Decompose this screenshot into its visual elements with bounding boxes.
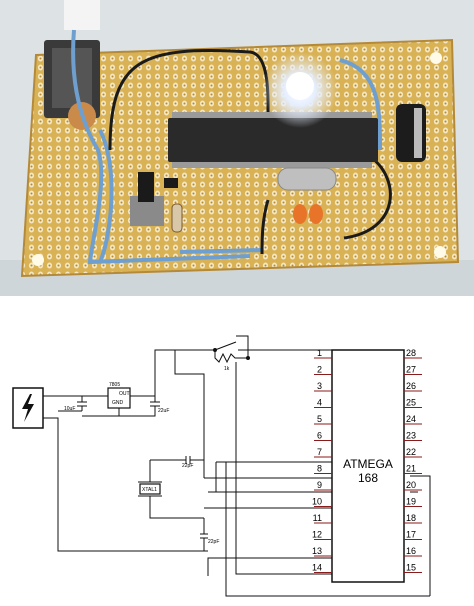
xtal-cap-top-label: 22pF — [182, 463, 193, 469]
regulator-label: 7805 — [109, 382, 120, 388]
chip-number: 168 — [358, 471, 378, 485]
right-pin-number: 25 — [406, 398, 416, 408]
right-pin-number: 17 — [406, 530, 416, 540]
output-cap-label: 22uF — [158, 408, 169, 414]
right-pin-number: 19 — [406, 497, 416, 507]
left-pin-number: 10 — [312, 497, 322, 507]
left-pin-number: 13 — [312, 546, 322, 556]
right-pin-number: 16 — [406, 546, 416, 556]
left-pin-number: 12 — [312, 530, 322, 540]
input-cap-label: 10uF — [64, 406, 75, 412]
chip-name: ATMEGA — [343, 457, 393, 471]
left-pin-number: 8 — [317, 464, 322, 474]
right-pin-number: 26 — [406, 381, 416, 391]
left-pin-number: 9 — [317, 480, 322, 490]
right-pin-number: 27 — [406, 365, 416, 375]
right-pin-number: 20 — [406, 480, 416, 490]
crystal — [277, 167, 337, 191]
left-pin-number: 5 — [317, 414, 322, 424]
crystal-xtal1 — [139, 483, 161, 495]
lightning-bolt-icon — [22, 394, 34, 422]
circuit-board-photo — [0, 0, 474, 296]
regulator-out-label: OUT — [119, 391, 130, 397]
left-pin-number: 2 — [317, 365, 322, 375]
electrolytic-capacitor — [396, 104, 426, 162]
power-source-box — [12, 387, 44, 429]
left-pin-number: 4 — [317, 398, 322, 408]
left-pin-number: 1 — [317, 348, 322, 358]
right-pin-number: 28 — [406, 348, 416, 358]
voltage-regulator — [44, 0, 100, 118]
regulator-gnd-label: GND — [112, 400, 124, 406]
right-pin-number: 23 — [406, 431, 416, 441]
left-pin-number: 3 — [317, 381, 322, 391]
left-pin-number: 7 — [317, 447, 322, 457]
push-button — [130, 172, 164, 226]
right-pin-number: 24 — [406, 414, 416, 424]
right-pin-number: 15 — [406, 563, 416, 573]
left-pin-number: 6 — [317, 431, 322, 441]
atmega168-chip — [331, 349, 405, 583]
resistor-label: 1k — [224, 366, 230, 372]
microcontroller-chip — [168, 112, 378, 168]
left-pin-number: 11 — [313, 513, 322, 523]
left-pin-number: 14 — [312, 563, 322, 573]
resistor — [171, 203, 183, 233]
right-pin-number: 18 — [406, 513, 416, 523]
xtal-cap-bottom-label: 22pF — [208, 539, 219, 545]
right-pin-number: 22 — [406, 447, 416, 457]
crystal-label: XTAL1 — [142, 487, 157, 493]
right-pin-number: 21 — [406, 464, 416, 474]
